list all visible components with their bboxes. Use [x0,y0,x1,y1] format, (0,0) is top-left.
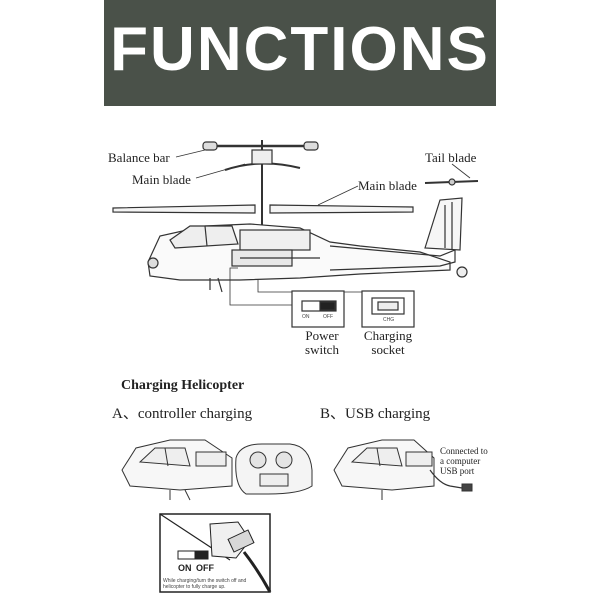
canopy [169,225,239,249]
power-switch-label: Power switch [296,329,348,357]
balance-bar-leader [175,149,206,158]
tail-blade-leader [451,163,471,179]
usb-plug [461,483,473,492]
switch-on-label: ON [302,314,310,320]
main-blade-left [112,204,256,214]
controller-charging-label: A、controller charging [112,406,253,422]
page-title: FUNCTIONS [110,15,490,84]
charging-socket-label: Charging socket [358,329,418,357]
inset-on-label: ON [178,563,192,573]
inset-caption: While charging/turn the switch off and h… [163,578,247,590]
switch-leader [229,267,292,306]
tail-blade-label: Tail blade [425,150,477,165]
switch-off-label: OFF [323,314,333,320]
balance-bar-weight-left [202,141,218,151]
main-blade-right-leader [317,185,359,206]
main-blade-left-label: Main blade [132,172,191,187]
usb-charging-illustration [333,439,473,500]
charging-socket-label-line2: socket [371,342,405,357]
tail-fin [424,197,463,251]
inset-cable [242,551,272,593]
charging-section-title: Charging Helicopter [121,378,245,393]
engine-pod [239,229,311,251]
main-blade-left-leader [195,163,246,179]
balance-bar-weight-right [303,141,319,151]
switch-slider [319,301,336,311]
inset-switch-slider [194,551,208,559]
rotor-hub [251,149,273,165]
usb-charging-label: B、USB charging [320,406,431,422]
usb-note-line1: Connected to [440,446,488,456]
tail-boom [329,245,456,271]
socket-leader [257,280,362,293]
usb-note: Connected to a computer USB port [440,446,488,476]
usb-note-line2: a computer [440,456,481,466]
controller-charging-illustration [121,439,313,501]
inset-off-label: OFF [196,563,214,573]
main-blade-right [269,204,414,214]
tail-wheel [456,266,468,278]
charging-inset [159,513,272,593]
title-banner: FUNCTIONS [104,0,496,106]
nose-sensor [147,257,159,269]
usb-cable [429,469,463,489]
power-switch-label-line2: switch [305,342,339,357]
usb-note-line3: USB port [440,466,475,476]
balance-bar-label: Balance bar [108,150,170,165]
power-switch-label-line1: Power [305,328,339,343]
main-blade-right-label: Main blade [358,178,417,193]
socket-chg-label: CHG [383,317,395,323]
charging-socket-label-line1: Charging [363,328,413,343]
